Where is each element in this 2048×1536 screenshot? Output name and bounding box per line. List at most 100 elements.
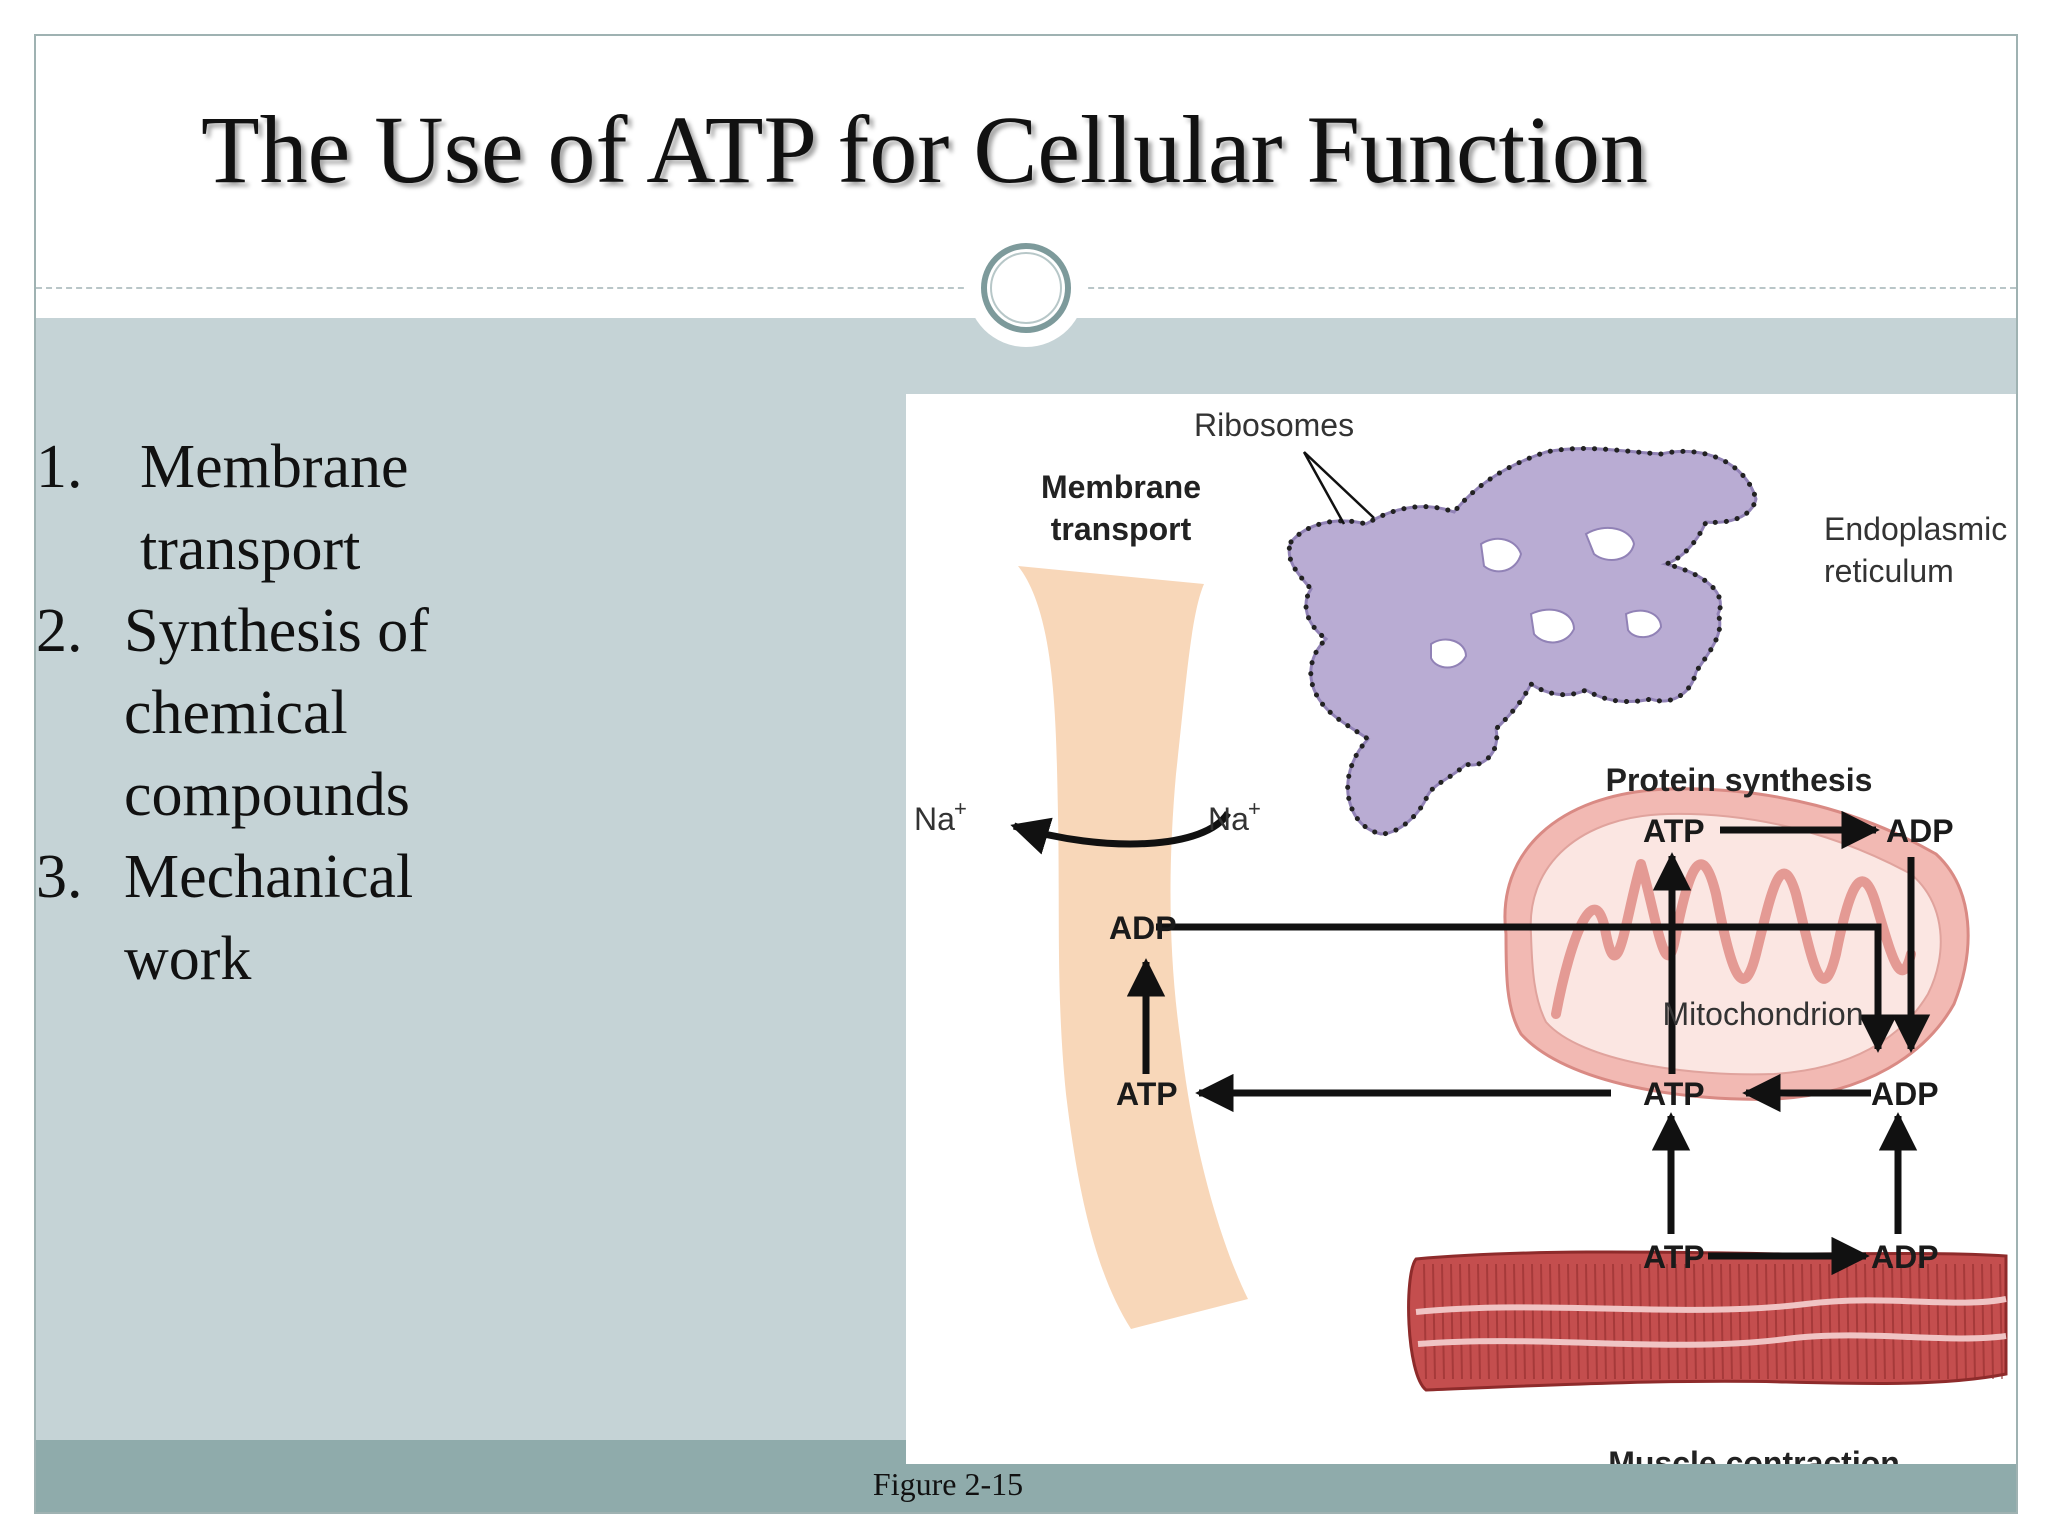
muscle-striation (1468, 1263, 1472, 1380)
muscle-striation (1540, 1263, 1544, 1380)
atp-membrane-label: ATP (1116, 1076, 1178, 1112)
bullet-line: chemical (124, 679, 348, 747)
muscle-striation (1711, 1263, 1715, 1380)
muscle-striation (1441, 1263, 1445, 1380)
muscle-striation (1522, 1263, 1526, 1380)
muscle-striation (1918, 1263, 1922, 1380)
muscle-striation (1567, 1263, 1571, 1380)
muscle-striation (1612, 1263, 1616, 1380)
muscle-striation (1459, 1263, 1463, 1380)
muscle-striation (1648, 1263, 1652, 1380)
bullet-line: transport (140, 515, 361, 583)
muscle-striation (1513, 1263, 1517, 1380)
muscle-striation (1738, 1263, 1742, 1380)
muscle-striation (1675, 1263, 1679, 1380)
muscle-striation (1954, 1263, 1958, 1380)
slide-frame: The Use of ATP for Cellular Function 1. … (34, 34, 2018, 1514)
muscle-striation (1909, 1263, 1913, 1380)
ribosome-pointer-line (1302, 451, 1375, 525)
muscle-striation (1891, 1263, 1895, 1380)
muscle-striation (1990, 1263, 1994, 1380)
bullet-line: compounds (124, 761, 410, 829)
muscle-striation (1873, 1263, 1877, 1380)
muscle-striation (1630, 1263, 1634, 1380)
muscle-striation (1657, 1263, 1661, 1380)
na-right-label: Na + (1208, 796, 1261, 837)
muscle-striation (1729, 1263, 1733, 1380)
muscle-striation (1423, 1263, 1427, 1380)
muscle-striation (1882, 1263, 1886, 1380)
muscle-striation (1504, 1263, 1508, 1380)
bullet-number: 2. (36, 597, 83, 665)
muscle-striation (1702, 1263, 1706, 1380)
endoplasmic-reticulum-shape (1286, 446, 1759, 837)
energy-molecule-labels: ADP ATP ATP ADP ATP ADP ATP ADP (1109, 813, 1954, 1275)
atp-muscle-label: ATP (1643, 1239, 1705, 1275)
na-right-symbol: Na (1208, 801, 1249, 837)
mitochondrion-shape (1503, 787, 1970, 1101)
muscle-striation (1801, 1263, 1805, 1380)
membrane-transport-label: transport (1051, 511, 1192, 547)
muscle-striation (1855, 1263, 1859, 1380)
na-left-charge: + (954, 796, 967, 821)
na-left-symbol: Na (914, 801, 955, 837)
divider-ring-icon (981, 243, 1071, 333)
membrane-band (1018, 566, 1248, 1329)
ribosomes-label: Ribosomes (1194, 407, 1354, 443)
slide-title: The Use of ATP for Cellular Function (201, 96, 1648, 203)
muscle-striation (1531, 1263, 1535, 1380)
muscle-striation (1963, 1263, 1967, 1380)
adp-mitochondrion-label: ADP (1871, 1076, 1939, 1112)
muscle-striation (1864, 1263, 1868, 1380)
muscle-striation (1972, 1263, 1976, 1380)
muscle-striation (1837, 1263, 1841, 1380)
atp-diagram: Ribosomes Membrane transport Endoplasmic… (906, 394, 2016, 1464)
muscle-striation (1477, 1263, 1481, 1380)
bullet-number: 3. (36, 843, 83, 911)
adp-muscle-label: ADP (1871, 1239, 1939, 1275)
adp-membrane-label: ADP (1109, 910, 1177, 946)
muscle-striation (1927, 1263, 1931, 1380)
muscle-contraction-label: Muscle contraction (1608, 1445, 1900, 1464)
atp-diagram-svg: Ribosomes Membrane transport Endoplasmic… (914, 407, 2008, 1464)
muscle-striation (1900, 1263, 1904, 1380)
muscle-striation (1558, 1263, 1562, 1380)
bullet-line: Mechanical (124, 843, 414, 911)
muscle-striation (1432, 1263, 1436, 1380)
muscle-striation (1666, 1263, 1670, 1380)
muscle-striation (1684, 1263, 1688, 1380)
muscle-striation (1450, 1263, 1454, 1380)
muscle-striation (1981, 1263, 1985, 1380)
muscle-fiber-shape (1407, 1250, 2008, 1392)
muscle-striation (1765, 1263, 1769, 1380)
muscle-striation (1594, 1263, 1598, 1380)
figure-caption: Figure 2-15 (872, 1466, 1024, 1502)
muscle-striation (1846, 1263, 1850, 1380)
muscle-striation (1792, 1263, 1796, 1380)
atp-protein-label: ATP (1643, 813, 1705, 849)
muscle-striation (1585, 1263, 1589, 1380)
membrane-transport-label: Membrane (1041, 469, 1201, 505)
muscle-striation (1693, 1263, 1697, 1380)
muscle-striation (1720, 1263, 1724, 1380)
bullet-number: 1. (36, 433, 83, 501)
atp-mitochondrion-label: ATP (1643, 1076, 1705, 1112)
muscle-striation (1999, 1263, 2003, 1380)
na-transport-arrow (1010, 810, 1231, 855)
muscle-striation (1945, 1263, 1949, 1380)
muscle-striation (1495, 1263, 1499, 1380)
protein-synthesis-label: Protein synthesis (1606, 762, 1873, 798)
energy-flow-arrows (1126, 451, 1931, 1276)
muscle-striation (1576, 1263, 1580, 1380)
bullet-line: work (124, 925, 252, 993)
muscle-striation (1549, 1263, 1553, 1380)
muscle-striation (1819, 1263, 1823, 1380)
bullet-line: Membrane (140, 433, 409, 501)
endoplasmic-reticulum-label: reticulum (1824, 553, 1954, 589)
na-left-label: Na + (914, 796, 967, 837)
muscle-striation (1486, 1263, 1490, 1380)
mitochondrion-label: Mitochondrion (1663, 996, 1864, 1032)
muscle-striation (1810, 1263, 1814, 1380)
muscle-striation (1639, 1263, 1643, 1380)
muscle-striation (1828, 1263, 1832, 1380)
